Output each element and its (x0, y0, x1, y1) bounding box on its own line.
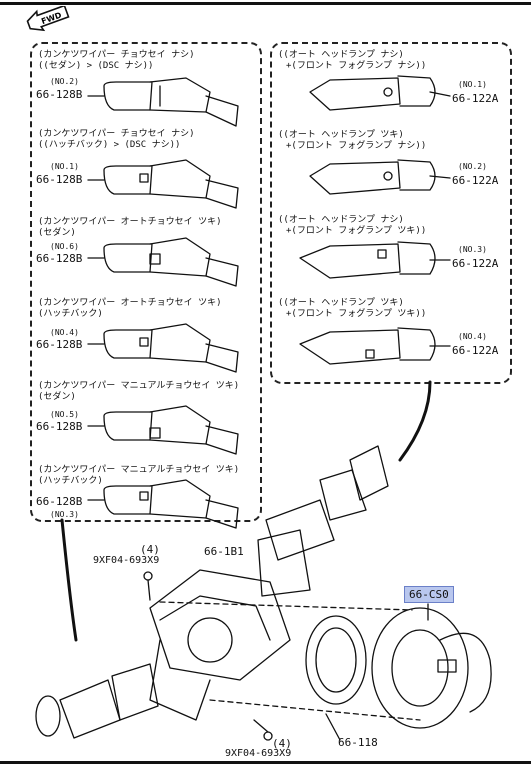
part-number: 66-122A (452, 92, 499, 105)
panel-caption: ((オート ヘッドランプ ツキ) (278, 298, 404, 308)
part-number: 66-128B (36, 88, 83, 101)
panel-caption: (セダン) (38, 392, 76, 402)
headlamp-stalk-drawing-3 (299, 241, 451, 279)
clock-spring (371, 607, 492, 729)
cover-part: 66-118 (338, 736, 378, 749)
panel-caption: (セダン) (38, 228, 76, 238)
wiper-stalk-drawing-6 (87, 479, 239, 529)
wiper-stalk-drawing-1 (87, 77, 239, 127)
bottom-rule (0, 761, 531, 764)
panel-caption: (カンケツワイパー マニュアルチョウセイ ツキ) (38, 381, 240, 391)
variant-no: (NO.5) (50, 410, 79, 419)
panel-caption: (カンケツワイパー チョウセイ ナシ) (38, 50, 195, 60)
panel-caption: (ハッチバック) (38, 309, 103, 319)
panel-caption: (カンケツワイパー チョウセイ ナシ) (38, 129, 195, 139)
variant-no: (NO.1) (50, 162, 79, 171)
screw-bottom-icon (253, 719, 273, 741)
screw-bottom-part: 9XF04-693X9 (225, 748, 292, 759)
wiper-stalk-drawing-5 (87, 405, 239, 455)
cover-ring (305, 615, 367, 705)
headlamp-stalk-drawing-1 (309, 75, 451, 111)
panel-caption: (カンケツワイパー オートチョウセイ ツキ) (38, 298, 222, 308)
variant-no: (NO.4) (50, 328, 79, 337)
panel-caption: +(フロント フォグランプ ツキ)) (286, 226, 427, 236)
part-number: 66-122A (452, 174, 499, 187)
panel-caption: +(フロント フォグランプ ナシ)) (286, 61, 427, 71)
wiper-stalk-drawing-2 (87, 159, 239, 209)
headlamp-stalk-drawing-4 (299, 327, 451, 365)
variant-no: (NO.3) (458, 245, 487, 254)
part-number: 66-128B (36, 420, 83, 433)
part-number: 66-122A (452, 257, 499, 270)
panel-caption: +(フロント フォグランプ ツキ)) (286, 309, 427, 319)
right-variant-box (270, 42, 512, 384)
panel-caption: (カンケツワイパー マニュアルチョウセイ ツキ) (38, 465, 240, 475)
wiper-stalk-drawing-3 (87, 237, 239, 287)
screw-top-qty: (4) (140, 543, 160, 556)
part-number: 66-122A (452, 344, 499, 357)
variant-no: (NO.3) (50, 510, 79, 519)
combo-switch-part: 66-1B1 (204, 545, 244, 558)
panel-caption: ((オート ヘッドランプ ナシ) (278, 215, 404, 225)
variant-no: (NO.2) (50, 77, 79, 86)
part-number: 66-128B (36, 252, 83, 265)
panel-caption: (カンケツワイパー オートチョウセイ ツキ) (38, 217, 222, 227)
variant-no: (NO.6) (50, 242, 79, 251)
panel-caption: +(フロント フォグランプ ナシ)) (286, 141, 427, 151)
part-number: 66-128B (36, 173, 83, 186)
variant-no: (NO.2) (458, 162, 487, 171)
screw-top-icon (143, 571, 153, 601)
headlamp-stalk-assembly (257, 445, 389, 597)
wiper-stalk-drawing-4 (87, 323, 239, 373)
panel-caption: ((セダン) > (DSC ナシ)) (38, 61, 154, 71)
combination-switch-body (35, 569, 291, 739)
variant-no: (NO.1) (458, 80, 487, 89)
variant-no: (NO.4) (458, 332, 487, 341)
panel-caption: (ハッチバック) (38, 476, 103, 486)
screw-bottom-qty: (4) (272, 737, 292, 750)
panel-caption: ((オート ヘッドランプ ナシ) (278, 50, 404, 60)
part-number: 66-128B (36, 338, 83, 351)
top-rule (0, 2, 531, 5)
screw-top-part: 9XF04-693X9 (93, 555, 160, 566)
panel-caption: ((オート ヘッドランプ ツキ) (278, 130, 404, 140)
headlamp-stalk-drawing-2 (309, 159, 451, 195)
panel-caption: ((ハッチバック) > (DSC ナシ)) (38, 140, 181, 150)
left-variant-box (30, 42, 262, 522)
clock-spring-part: 66-CS0 (404, 586, 454, 603)
part-number: 66-128B (36, 495, 83, 508)
fwd-arrow-icon: FWD (26, 4, 70, 36)
